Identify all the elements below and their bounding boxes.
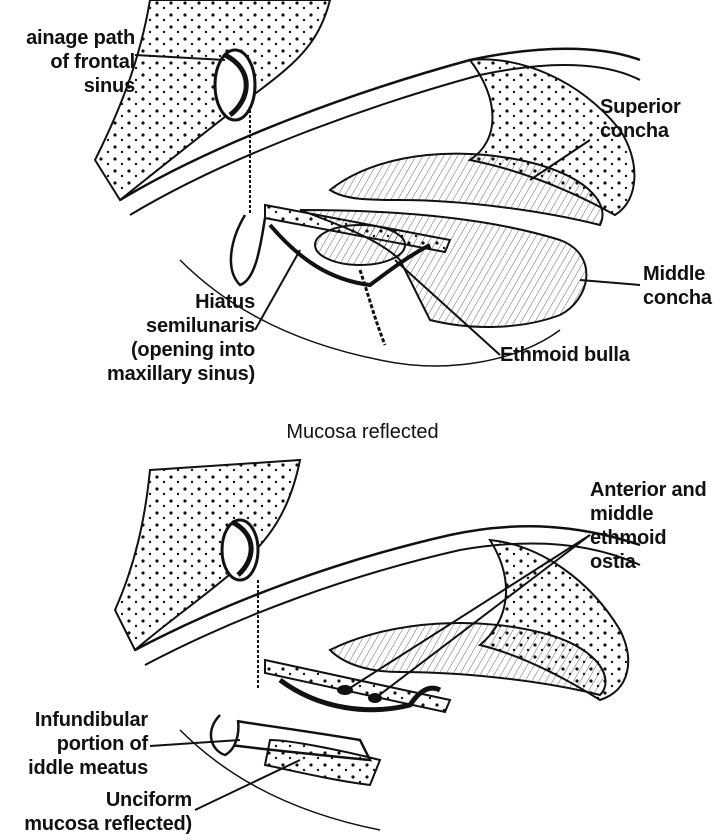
label-middle-concha: Middle concha	[643, 262, 712, 310]
ethmoid-bulla-shape	[315, 225, 405, 265]
frontal-bone	[115, 460, 300, 650]
caption-mucosa-reflected: Mucosa reflected	[0, 420, 725, 444]
label-hiatus-semilunaris: Hiatus semilunaris (opening into maxilla…	[40, 290, 255, 386]
label-ethmoid-ostia: Anterior and middle ethmoid ostia	[590, 478, 725, 574]
bottom-illustration-panel: Anterior and middle ethmoid ostia Infund…	[0, 450, 725, 840]
label-ethmoid-bulla: Ethmoid bulla	[500, 343, 630, 367]
top-illustration-panel: ainage path of frontal sinus Superior co…	[0, 0, 725, 410]
label-unciform: Unciform mucosa reflected)	[0, 788, 192, 836]
label-superior-concha: Superior concha	[600, 95, 681, 143]
label-frontal-drainage: ainage path of frontal sinus	[0, 26, 135, 98]
leader-hiatus	[255, 250, 300, 330]
leader-unciform	[195, 760, 300, 810]
label-infundibular-portion: Infundibular portion of iddle meatus	[0, 708, 148, 780]
leader-middle-concha	[580, 280, 640, 285]
